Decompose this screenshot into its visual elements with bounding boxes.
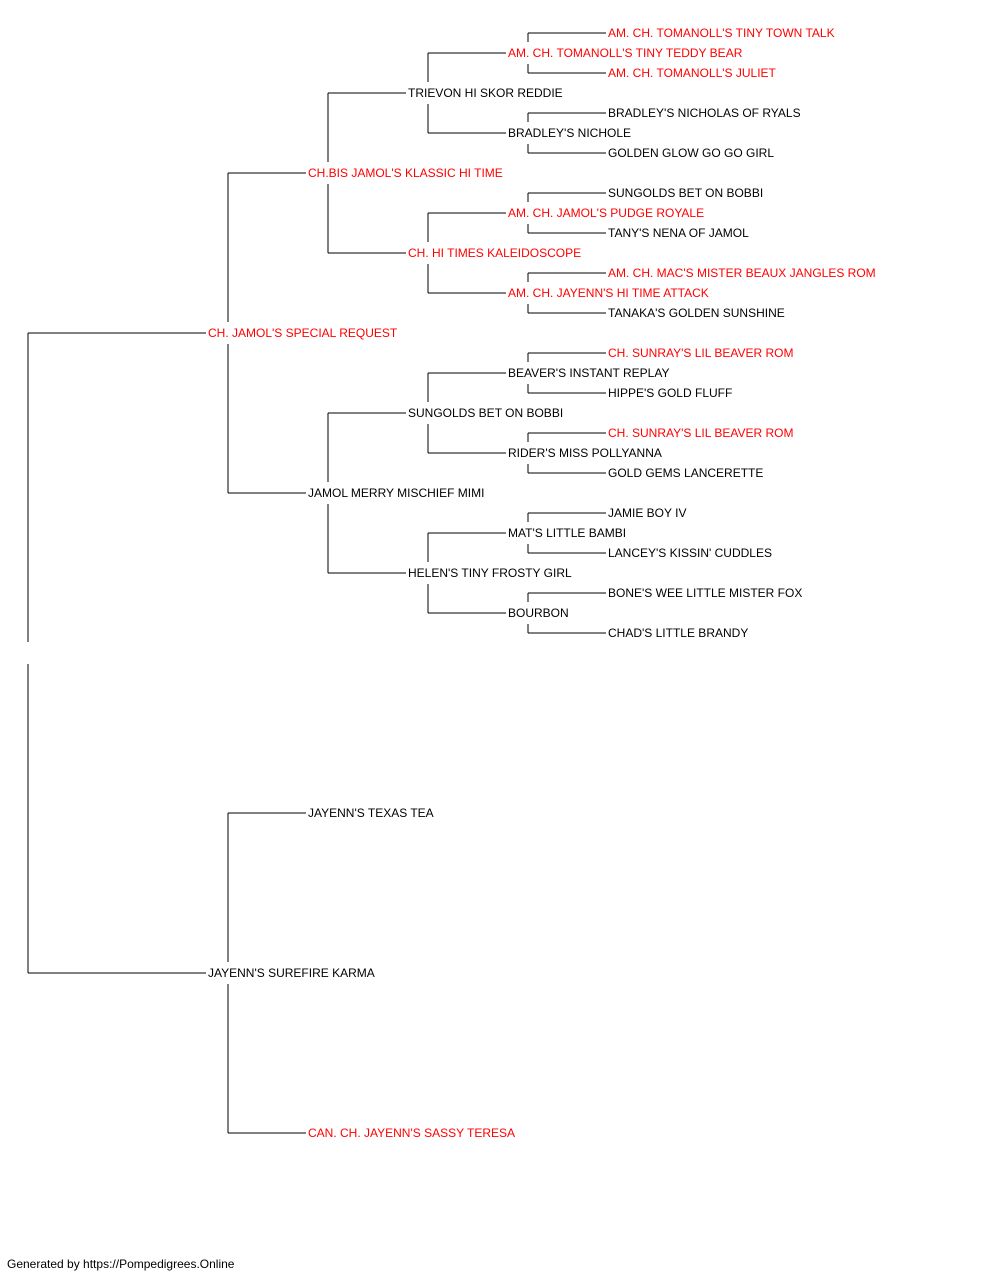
dam-name: CH. HI TIMES KALEIDOSCOPE bbox=[407, 246, 583, 260]
sire-name: AM. CH. JAMOL'S PUDGE ROYALE bbox=[507, 206, 706, 220]
dam-name: JAYENN'S SUREFIRE KARMA bbox=[207, 966, 376, 980]
dam-name: GOLD GEMS LANCERETTE bbox=[607, 466, 765, 480]
sire-name: SUNGOLDS BET ON BOBBI bbox=[607, 186, 765, 200]
sire-name: BRADLEY'S NICHOLAS OF RYALS bbox=[607, 106, 802, 120]
sire-name: CH. SUNRAY'S LIL BEAVER ROM bbox=[607, 426, 795, 440]
dam-name: AM. CH. TOMANOLL'S JULIET bbox=[607, 66, 777, 80]
sire-name: BONE'S WEE LITTLE MISTER FOX bbox=[607, 586, 804, 600]
sire-name: TRIEVON HI SKOR REDDIE bbox=[407, 86, 564, 100]
dam-name: AM. CH. JAYENN'S HI TIME ATTACK bbox=[507, 286, 710, 300]
dam-name: CAN. CH. JAYENN'S SASSY TERESA bbox=[307, 1126, 517, 1140]
sire-name: MAT'S LITTLE BAMBI bbox=[507, 526, 628, 540]
dam-name: HIPPE'S GOLD FLUFF bbox=[607, 386, 734, 400]
sire-name: JAYENN'S TEXAS TEA bbox=[307, 806, 435, 820]
dam-name: RIDER'S MISS POLLYANNA bbox=[507, 446, 663, 460]
sire-name: CH. JAMOL'S SPECIAL REQUEST bbox=[207, 326, 399, 340]
sire-name: AM. CH. TOMANOLL'S TINY TOWN TALK bbox=[607, 26, 836, 40]
dam-name: TANY'S NENA OF JAMOL bbox=[607, 226, 750, 240]
dam-name: LANCEY'S KISSIN' CUDDLES bbox=[607, 546, 773, 560]
sire-name: CH.BIS JAMOL'S KLASSIC HI TIME bbox=[307, 166, 504, 180]
dam-name: BOURBON bbox=[507, 606, 570, 620]
dam-name: BRADLEY'S NICHOLE bbox=[507, 126, 632, 140]
sire-name: SUNGOLDS BET ON BOBBI bbox=[407, 406, 565, 420]
sire-name: JAMIE BOY IV bbox=[607, 506, 688, 520]
dam-name: JAMOL MERRY MISCHIEF MIMI bbox=[307, 486, 486, 500]
sire-name: BEAVER'S INSTANT REPLAY bbox=[507, 366, 671, 380]
generator-credit: Generated by https://Pompedigrees.Online bbox=[7, 1257, 235, 1271]
dam-name: TANAKA'S GOLDEN SUNSHINE bbox=[607, 306, 786, 320]
sire-name: AM. CH. TOMANOLL'S TINY TEDDY BEAR bbox=[507, 46, 744, 60]
sire-name: AM. CH. MAC'S MISTER BEAUX JANGLES ROM bbox=[607, 266, 877, 280]
dam-name: CHAD'S LITTLE BRANDY bbox=[607, 626, 750, 640]
dam-name: HELEN'S TINY FROSTY GIRL bbox=[407, 566, 573, 580]
sire-name: CH. SUNRAY'S LIL BEAVER ROM bbox=[607, 346, 795, 360]
dam-name: GOLDEN GLOW GO GO GIRL bbox=[607, 146, 776, 160]
